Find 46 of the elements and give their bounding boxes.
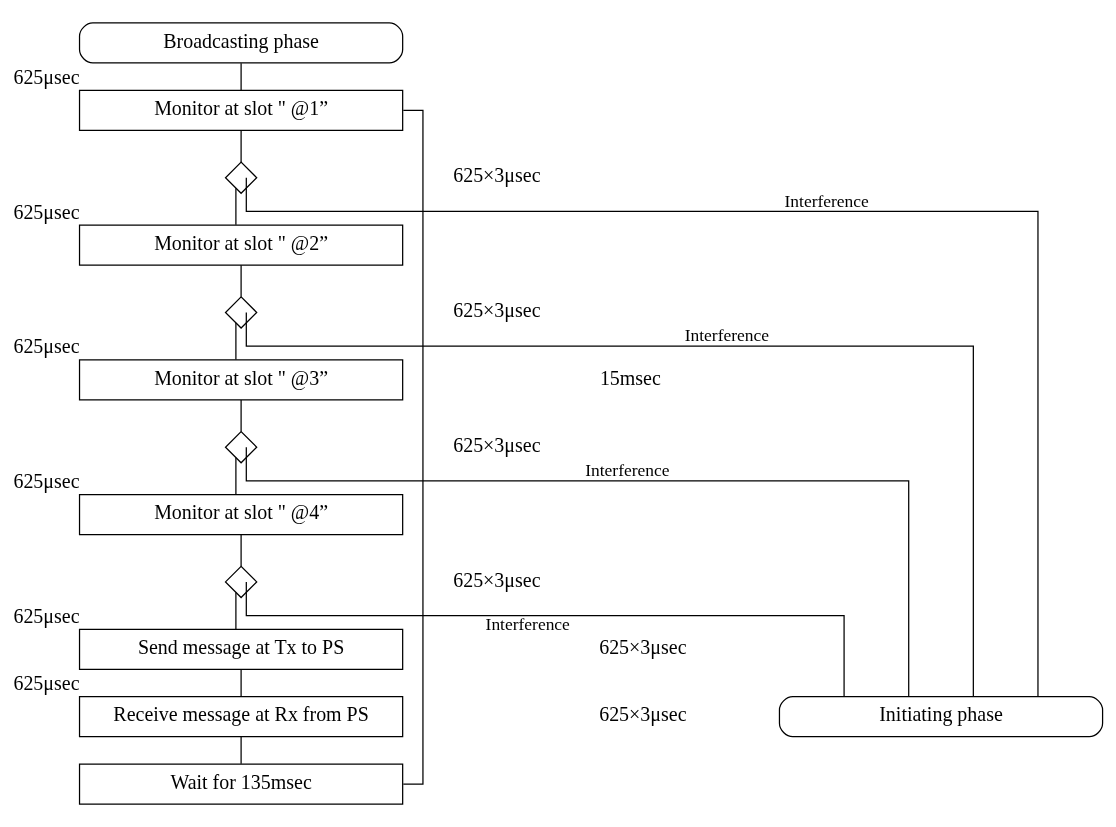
label: 15msec bbox=[599, 366, 661, 389]
node-label: 625μsec bbox=[13, 470, 80, 493]
connector bbox=[240, 264, 242, 298]
label: 625×3μsec bbox=[599, 703, 687, 726]
connector bbox=[235, 591, 237, 630]
label: 625×3μsec bbox=[453, 299, 541, 322]
node-box: Receive message at Rx from PS bbox=[78, 696, 404, 738]
connector bbox=[240, 399, 242, 433]
node-box: Monitor at slot " @4” bbox=[78, 493, 404, 536]
node-diamond bbox=[224, 430, 258, 464]
label: 625×3μsec bbox=[453, 568, 541, 591]
label: 625×3μsec bbox=[453, 164, 541, 187]
node-diamond bbox=[224, 161, 258, 195]
connector bbox=[245, 581, 845, 698]
connector bbox=[245, 446, 910, 698]
connector bbox=[235, 457, 237, 495]
node-label: 625μsec bbox=[13, 672, 80, 695]
connector bbox=[245, 177, 1039, 698]
label: 625×3μsec bbox=[453, 433, 541, 456]
edge-label: Interference bbox=[585, 460, 670, 481]
connector bbox=[402, 109, 424, 785]
connector bbox=[240, 736, 242, 765]
edge-label: Interference bbox=[784, 190, 869, 211]
node-label: 625μsec bbox=[13, 200, 80, 223]
node-diamond bbox=[224, 565, 258, 599]
connector bbox=[240, 668, 242, 698]
edge-label: Interference bbox=[684, 325, 769, 346]
node-label: 625μsec bbox=[13, 604, 80, 627]
label: 625×3μsec bbox=[599, 636, 687, 659]
connector bbox=[240, 129, 242, 163]
edge-label: Interference bbox=[485, 613, 570, 634]
connector bbox=[235, 187, 237, 226]
node-diamond bbox=[224, 295, 258, 329]
node-box: Monitor at slot " @1” bbox=[78, 89, 404, 131]
node-box: Broadcasting phase bbox=[78, 22, 404, 64]
connector bbox=[240, 62, 242, 91]
connector bbox=[235, 322, 237, 361]
node-box: Monitor at slot " @2” bbox=[78, 224, 404, 266]
node-box: Monitor at slot " @3” bbox=[78, 359, 404, 401]
connector bbox=[240, 534, 242, 567]
node-box: Initiating phase bbox=[778, 696, 1104, 738]
connector bbox=[245, 311, 974, 697]
node-label: 625μsec bbox=[13, 65, 80, 88]
node-label: 625μsec bbox=[13, 335, 80, 358]
node-box: Wait for 135msec bbox=[78, 763, 404, 805]
node-box: Send message at Tx to PS bbox=[78, 628, 404, 670]
